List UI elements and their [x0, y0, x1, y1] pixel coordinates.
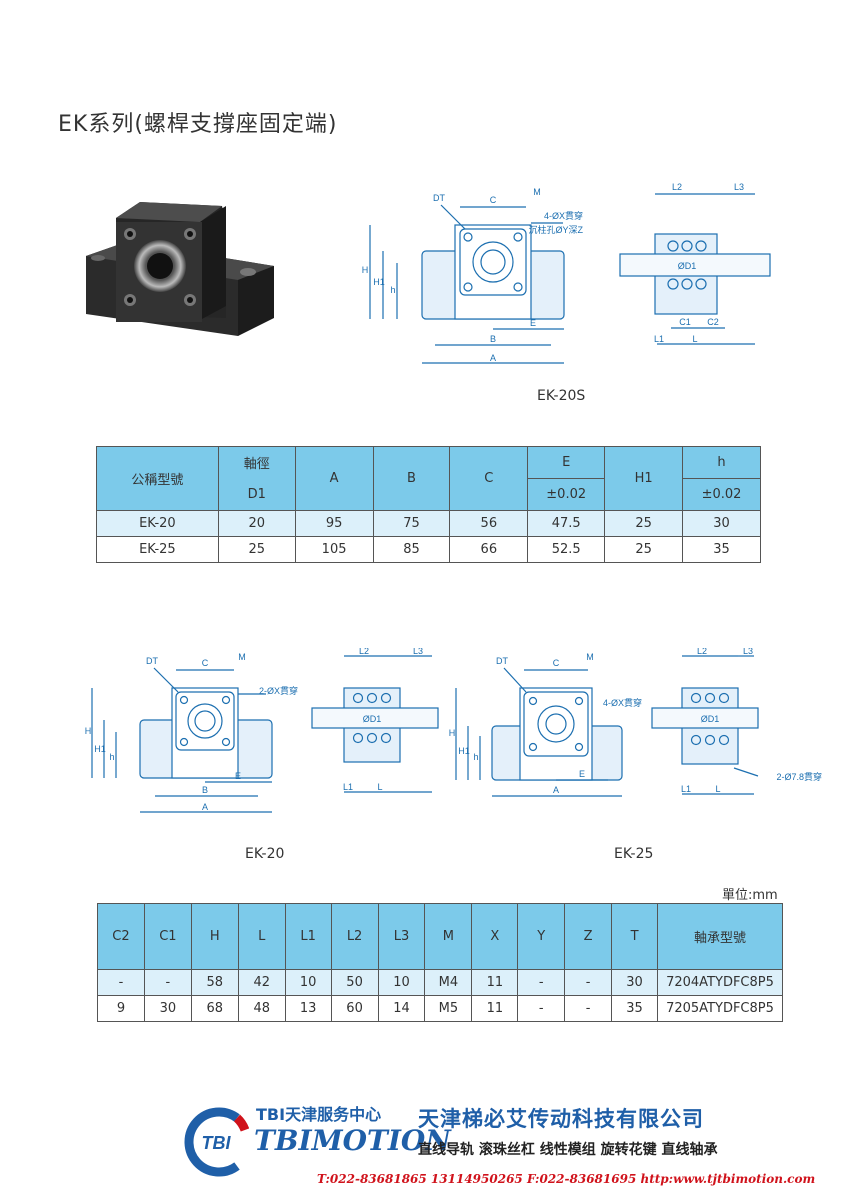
svg-text:h: h [473, 752, 478, 762]
dimension-table-2: C2 C1 H L L1 L2 L3 M X Y Z T 軸承型號 - - 58… [97, 903, 783, 1022]
unit-label: 單位:mm [722, 888, 778, 903]
svg-text:H1: H1 [94, 744, 106, 754]
svg-text:L1: L1 [681, 784, 691, 794]
page-title: EK系列(螺桿支撐座固定端) [58, 112, 338, 137]
caption-ek20s: EK-20S [537, 388, 586, 404]
th-e: E [527, 446, 606, 479]
svg-text:L3: L3 [743, 648, 753, 656]
th-a: A [294, 446, 374, 511]
table-row: EK-25 25 105 85 66 52.5 25 35 [96, 536, 761, 563]
dim-b: B [490, 334, 496, 344]
svg-text:E: E [579, 769, 585, 779]
th-c: C [449, 446, 529, 511]
product-lines: 直线导轨 滚珠丝杠 线性模组 旋转花键 直线轴承 [418, 1142, 718, 1158]
th-b: B [372, 446, 451, 511]
caption-ek20: EK-20 [245, 846, 285, 862]
dim-h-lower: h [390, 285, 395, 295]
note-2p78: 2-Ø7.8貫穿 [776, 771, 822, 782]
svg-text:C: C [202, 658, 209, 668]
svg-text:M: M [586, 652, 594, 662]
svg-text:M: M [238, 652, 246, 662]
side-dim-l3: L3 [734, 182, 744, 192]
service-center-name: TBI天津服务中心 [256, 1105, 382, 1124]
side-dim-c1: C1 [679, 317, 691, 327]
th-e-tol: ±0.02 [527, 478, 606, 511]
svg-text:H: H [85, 726, 92, 736]
svg-text:E: E [235, 771, 241, 781]
th-d1: D1 [217, 478, 296, 511]
company-name: 天津梯必艾传动科技有限公司 [418, 1106, 704, 1131]
svg-text:H: H [449, 728, 456, 738]
svg-text:L2: L2 [359, 648, 369, 656]
dim-m: M [533, 187, 541, 197]
dim-h-upper: H [362, 265, 369, 275]
hole-note-1: 4-ØX貫穿 [544, 210, 583, 221]
drawing-ek20s-front: C M DT H H1 h E B A 4-ØX貫穿 沉柱孔ØY深Z [362, 187, 583, 364]
dim-e: E [530, 318, 536, 328]
svg-text:L: L [715, 784, 720, 794]
svg-text:A: A [553, 785, 559, 795]
table2-header-row: C2 C1 H L L1 L2 L3 M X Y Z T 軸承型號 [97, 903, 783, 970]
hole-note-2: 沉柱孔ØY深Z [528, 224, 583, 235]
th-shaft: 軸徑 [217, 446, 296, 479]
svg-text:B: B [202, 785, 208, 795]
dim-h1: H1 [373, 277, 385, 287]
product-photo [86, 202, 274, 336]
contact-line: T:022-83681865 13114950265 F:022-8368169… [317, 1172, 816, 1186]
svg-text:C: C [553, 658, 560, 668]
table-row: EK-20 20 95 75 56 47.5 25 30 [96, 510, 761, 537]
table-row: - - 58 42 10 50 10 M4 11 - - 30 7204ATYD… [97, 969, 783, 996]
th-h-tol: ±0.02 [682, 478, 761, 511]
svg-text:L3: L3 [413, 648, 423, 656]
th-h1: H1 [604, 446, 684, 511]
note-2x-left: 2-ØX貫穿 [259, 685, 298, 696]
dim-a: A [490, 353, 496, 363]
svg-text:ØD1: ØD1 [701, 714, 720, 724]
svg-text:DT: DT [496, 656, 508, 666]
dim-c: C [490, 195, 497, 205]
svg-text:L1: L1 [343, 782, 353, 792]
note-4x-right: 4-ØX貫穿 [603, 697, 642, 708]
svg-text:DT: DT [146, 656, 158, 666]
svg-text:L: L [377, 782, 382, 792]
side-dim-l2: L2 [672, 182, 682, 192]
caption-ek25: EK-25 [614, 846, 654, 862]
tbi-logo-icon: TBI [184, 1107, 249, 1177]
side-dim-l1: L1 [654, 334, 664, 344]
th-h: h [682, 446, 761, 479]
svg-text:TBI: TBI [202, 1133, 232, 1153]
side-dim-d1: ØD1 [678, 261, 697, 271]
side-dim-c2: C2 [707, 317, 719, 327]
svg-text:H1: H1 [458, 746, 470, 756]
brand-name: TBIMOTION [254, 1124, 451, 1157]
svg-text:A: A [202, 802, 208, 812]
dim-dt: DT [433, 193, 445, 203]
th-model: 公稱型號 [96, 446, 219, 511]
svg-text:h: h [109, 752, 114, 762]
dimension-table-1: 公稱型號 軸徑 A B C E H1 h D1 ±0.02 ±0.02 EK-2… [96, 446, 761, 563]
svg-text:L2: L2 [697, 648, 707, 656]
svg-text:ØD1: ØD1 [363, 714, 382, 724]
drawing-ek20s-side: L2 L3 ØD1 C1 C2 L1 L [619, 182, 771, 345]
side-dim-l: L [692, 334, 697, 344]
table-row: 9 30 68 48 13 60 14 M5 11 - - 35 7205ATY… [97, 995, 783, 1022]
